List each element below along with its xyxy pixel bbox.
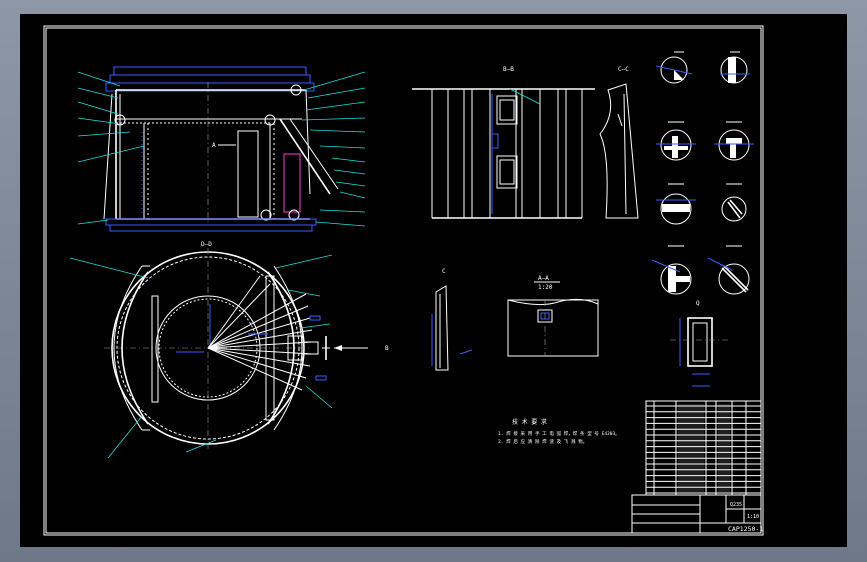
- front-view: A: [103, 66, 339, 232]
- label-b: B: [385, 345, 389, 352]
- label-c: C: [442, 268, 446, 275]
- detail-aa-scale: 1:20: [538, 284, 553, 291]
- label-a: A: [212, 142, 216, 149]
- section-dd-title: D—D: [201, 241, 212, 248]
- weld-detail-3: [656, 121, 696, 161]
- cad-viewport[interactable]: A D—D: [20, 14, 847, 547]
- title-block: Q235 1:10 CAP1250-1: [631, 494, 763, 534]
- notes-title: 技 术 要 求: [512, 418, 547, 426]
- parts-list-table: [645, 400, 762, 496]
- q-detail: Q: [670, 300, 730, 387]
- technical-notes: 技 术 要 求 1. 焊 接 采 用 手 工 电 弧 焊，焊 条 型 号 E43…: [498, 418, 620, 445]
- notes-line-2: 2. 焊 后 应 清 除 焊 渣 及 飞 溅 物。: [498, 438, 587, 445]
- c-detail: C: [431, 268, 473, 371]
- title-block-scale: 1:10: [747, 514, 759, 520]
- drawing-border-inner: [45, 27, 762, 534]
- weld-detail-6: [721, 183, 747, 222]
- weld-detail-1: [655, 51, 693, 84]
- section-cc-title: C—C: [618, 66, 629, 73]
- weld-details: [651, 51, 754, 295]
- section-dd-view: D—D B: [104, 241, 389, 450]
- section-bb-view: B—B: [412, 66, 595, 219]
- section-dd-leaders: [69, 254, 333, 459]
- weld-detail-7: [651, 245, 692, 295]
- drawing-canvas: A D—D: [43, 25, 764, 536]
- detail-aa-title: A—A: [538, 275, 549, 282]
- weld-detail-8: [707, 245, 750, 295]
- weld-detail-2: [720, 51, 750, 84]
- title-block-material: Q235: [730, 502, 742, 508]
- aa-detail: A—A 1:20: [507, 275, 599, 357]
- section-cc-view: C—C: [599, 66, 639, 219]
- weld-detail-4: [714, 121, 754, 161]
- front-view-leaders: [77, 71, 366, 227]
- title-block-drawing-number: CAP1250-1: [728, 525, 763, 533]
- section-bb-title: B—B: [503, 66, 514, 73]
- drawing-border-outer: [43, 25, 764, 536]
- label-q: Q: [696, 300, 700, 307]
- weld-detail-5: [656, 183, 696, 225]
- notes-line-1: 1. 焊 接 采 用 手 工 电 弧 焊，焊 条 型 号 E4303。: [498, 430, 620, 437]
